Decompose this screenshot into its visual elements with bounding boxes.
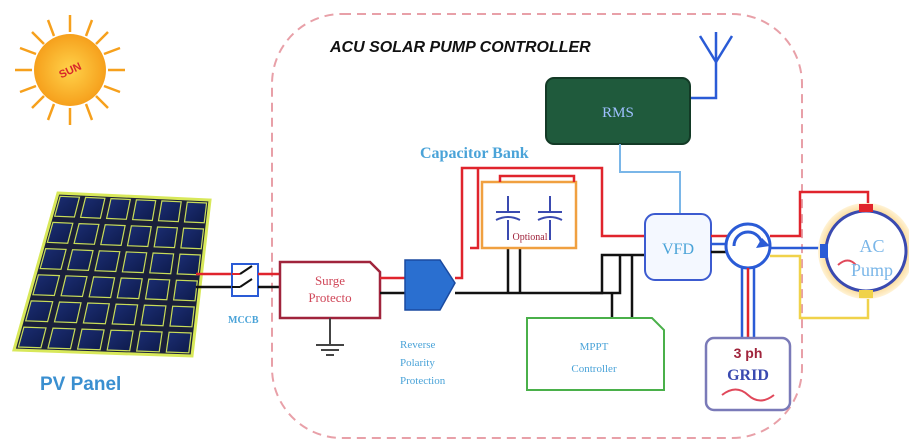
pv-cell bbox=[183, 201, 208, 224]
pv-cell bbox=[105, 197, 132, 220]
pv-panel-label: PV Panel bbox=[40, 374, 121, 395]
reverse-polarity-block bbox=[404, 259, 456, 311]
pv-cell bbox=[131, 199, 157, 222]
pv-cell bbox=[180, 227, 205, 250]
mccb-surge-wires bbox=[258, 272, 280, 289]
pv-cell bbox=[24, 300, 54, 323]
mccb-label: MCCB bbox=[228, 315, 259, 326]
mppt-controller bbox=[526, 317, 665, 391]
capacitor-optional-label: Optional bbox=[513, 232, 548, 243]
pv-cell bbox=[73, 222, 100, 245]
surge-label-2: Protecto bbox=[308, 290, 351, 305]
pv-cell bbox=[39, 247, 67, 270]
pv-cell bbox=[126, 225, 152, 248]
pv-cell bbox=[144, 278, 171, 301]
grid-wires bbox=[740, 268, 756, 340]
pv-cell bbox=[17, 326, 47, 349]
pv-cell bbox=[60, 275, 88, 298]
pv-cell bbox=[94, 250, 121, 273]
pv-cell bbox=[32, 274, 61, 297]
vfd-block bbox=[644, 213, 712, 281]
ac-pump-label-1: AC bbox=[859, 236, 884, 256]
rpp-label-3: Protection bbox=[400, 375, 446, 387]
pv-cells bbox=[17, 195, 208, 354]
grid-label-2: GRID bbox=[727, 367, 769, 384]
pump-wires bbox=[770, 190, 870, 320]
changeover-switch bbox=[724, 222, 772, 270]
antenna-icon bbox=[690, 32, 734, 100]
surge-protector bbox=[278, 260, 382, 356]
pv-cell bbox=[116, 277, 143, 300]
pv-cell bbox=[153, 226, 179, 249]
pv-cell bbox=[135, 330, 163, 353]
rms-vfd-link bbox=[619, 144, 681, 214]
pv-cell bbox=[165, 331, 192, 354]
pv-cell bbox=[169, 305, 195, 328]
capacitor-bank-label: Capacitor Bank bbox=[420, 145, 529, 162]
surge-rpp-wires bbox=[380, 276, 405, 295]
pv-cell bbox=[46, 221, 74, 244]
pv-cell bbox=[106, 329, 134, 352]
pv-cell bbox=[100, 224, 126, 247]
mppt-label-1: MPPT bbox=[580, 341, 609, 353]
pv-cell bbox=[82, 302, 111, 325]
pv-cell bbox=[172, 279, 198, 302]
pv-cell bbox=[88, 276, 116, 299]
grid-block bbox=[704, 336, 792, 412]
pv-cell bbox=[53, 301, 82, 324]
pv-cell bbox=[79, 196, 106, 219]
rms-label: RMS bbox=[602, 105, 634, 121]
rpp-label-2: Polarity bbox=[400, 357, 435, 369]
pv-cell bbox=[149, 252, 175, 275]
pv-cell bbox=[176, 253, 202, 276]
pv-cell bbox=[53, 195, 81, 218]
pv-cell bbox=[121, 251, 148, 274]
pv-cell bbox=[66, 249, 94, 272]
pv-cell bbox=[47, 327, 76, 350]
diagram-title: ACU SOLAR PUMP CONTROLLER bbox=[329, 39, 591, 56]
pv-cell bbox=[111, 303, 139, 326]
ac-pump-label-2: Pump bbox=[851, 260, 893, 280]
pv-cell bbox=[157, 200, 182, 223]
surge-label-1: Surge bbox=[315, 273, 345, 288]
vfd-label: VFD bbox=[662, 241, 694, 258]
controller-enclosure bbox=[271, 13, 803, 439]
capacitor-bank bbox=[480, 174, 578, 250]
pv-wires bbox=[196, 272, 232, 289]
pv-cell bbox=[76, 328, 105, 351]
dc-bus-wires bbox=[455, 166, 645, 318]
grid-label-1: 3 ph bbox=[734, 345, 763, 361]
sun-icon: SUN bbox=[15, 15, 125, 125]
rpp-label-1: Reverse bbox=[400, 339, 436, 351]
ac-pump bbox=[818, 203, 909, 299]
rms-block bbox=[545, 77, 691, 145]
mccb-switch bbox=[231, 263, 259, 297]
mppt-label-2: Controller bbox=[571, 363, 617, 375]
pv-cell bbox=[140, 304, 167, 327]
pv-panel bbox=[12, 191, 212, 358]
